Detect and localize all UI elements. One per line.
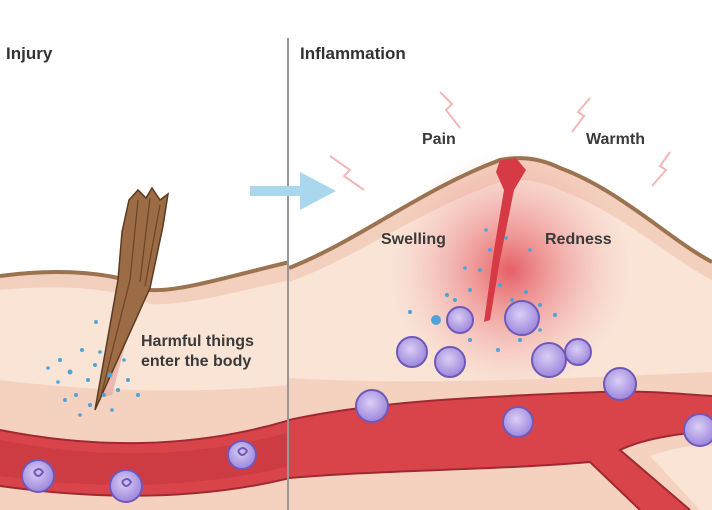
label-harmful-line2: enter the body [141, 353, 252, 370]
label-redness: Redness [545, 231, 612, 248]
label-warmth: Warmth [586, 131, 645, 148]
label-swelling: Swelling [381, 231, 446, 248]
injury-panel-art [0, 186, 287, 510]
transition-arrow-icon [250, 172, 336, 210]
panel-title-injury: Injury [6, 44, 53, 63]
label-pain: Pain [422, 131, 456, 148]
panel-title-inflammation: Inflammation [300, 44, 406, 63]
inflammation-panel-art [289, 91, 712, 510]
label-harmful-line1: Harmful things [141, 333, 254, 350]
